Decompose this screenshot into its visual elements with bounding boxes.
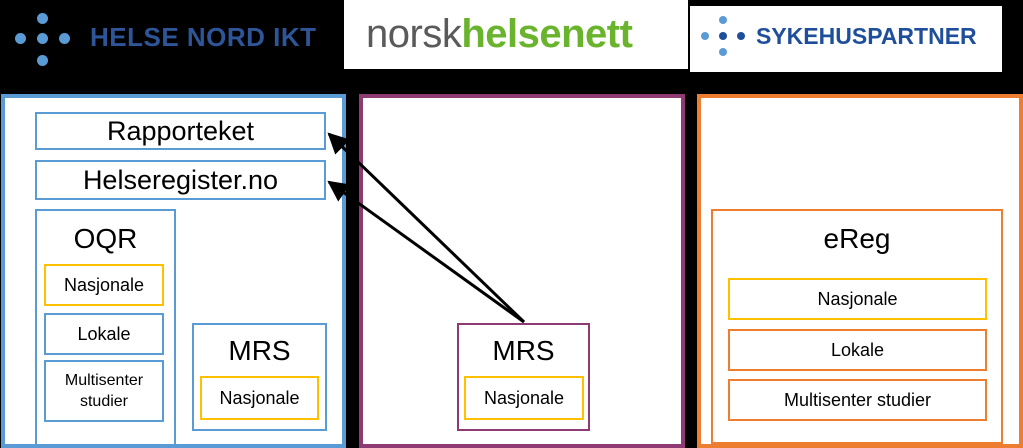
sykehuspartner-wordmark: SYKEHUSPARTNER bbox=[756, 23, 977, 49]
helseregister-box: Helseregister.no bbox=[35, 160, 326, 200]
sykehuspartner-logo: SYKEHUSPARTNER bbox=[690, 6, 1002, 72]
logo-dot-icon bbox=[37, 33, 48, 44]
logo-dot-icon bbox=[719, 16, 727, 24]
norsk-helsenett-logo: norskhelsenett bbox=[344, 0, 688, 69]
helse-nord-ikt-logo: HELSE NORD IKT bbox=[0, 0, 340, 80]
logo-dot-icon bbox=[37, 13, 48, 24]
oqr-title: OQR bbox=[73, 223, 138, 254]
mrs-nhn-title: MRS bbox=[492, 335, 555, 366]
nhn-wordmark-part1: norsk bbox=[366, 12, 462, 56]
ereg-lokale-box: Lokale bbox=[728, 329, 987, 371]
logo-dot-icon bbox=[701, 32, 709, 40]
logo-dot-icon bbox=[737, 32, 745, 40]
oqr-multisenter-box: Multisenter studier bbox=[44, 360, 164, 422]
logo-dot-icon bbox=[59, 33, 70, 44]
mrs-helse-nord-nasjonale-box: Nasjonale bbox=[200, 376, 319, 420]
nhn-wordmark-part2: helsenett bbox=[461, 12, 633, 56]
helse-nord-ikt-wordmark: HELSE NORD IKT bbox=[90, 22, 317, 52]
ereg-nasjonale-box: Nasjonale bbox=[728, 278, 987, 320]
logo-dot-icon bbox=[719, 48, 727, 56]
mrs-nhn-nasjonale-box: Nasjonale bbox=[464, 376, 584, 420]
logo-dot-icon bbox=[719, 32, 727, 40]
mrs-helse-nord-title: MRS bbox=[228, 335, 291, 366]
oqr-lokale-box: Lokale bbox=[44, 313, 164, 355]
rapporteket-box: Rapporteket bbox=[35, 112, 326, 150]
logo-dot-icon bbox=[15, 33, 26, 44]
ereg-multisenter-box: Multisenter studier bbox=[728, 379, 987, 421]
oqr-nasjonale-box: Nasjonale bbox=[44, 264, 164, 306]
logo-dot-icon bbox=[37, 55, 48, 66]
ereg-title: eReg bbox=[823, 223, 891, 254]
